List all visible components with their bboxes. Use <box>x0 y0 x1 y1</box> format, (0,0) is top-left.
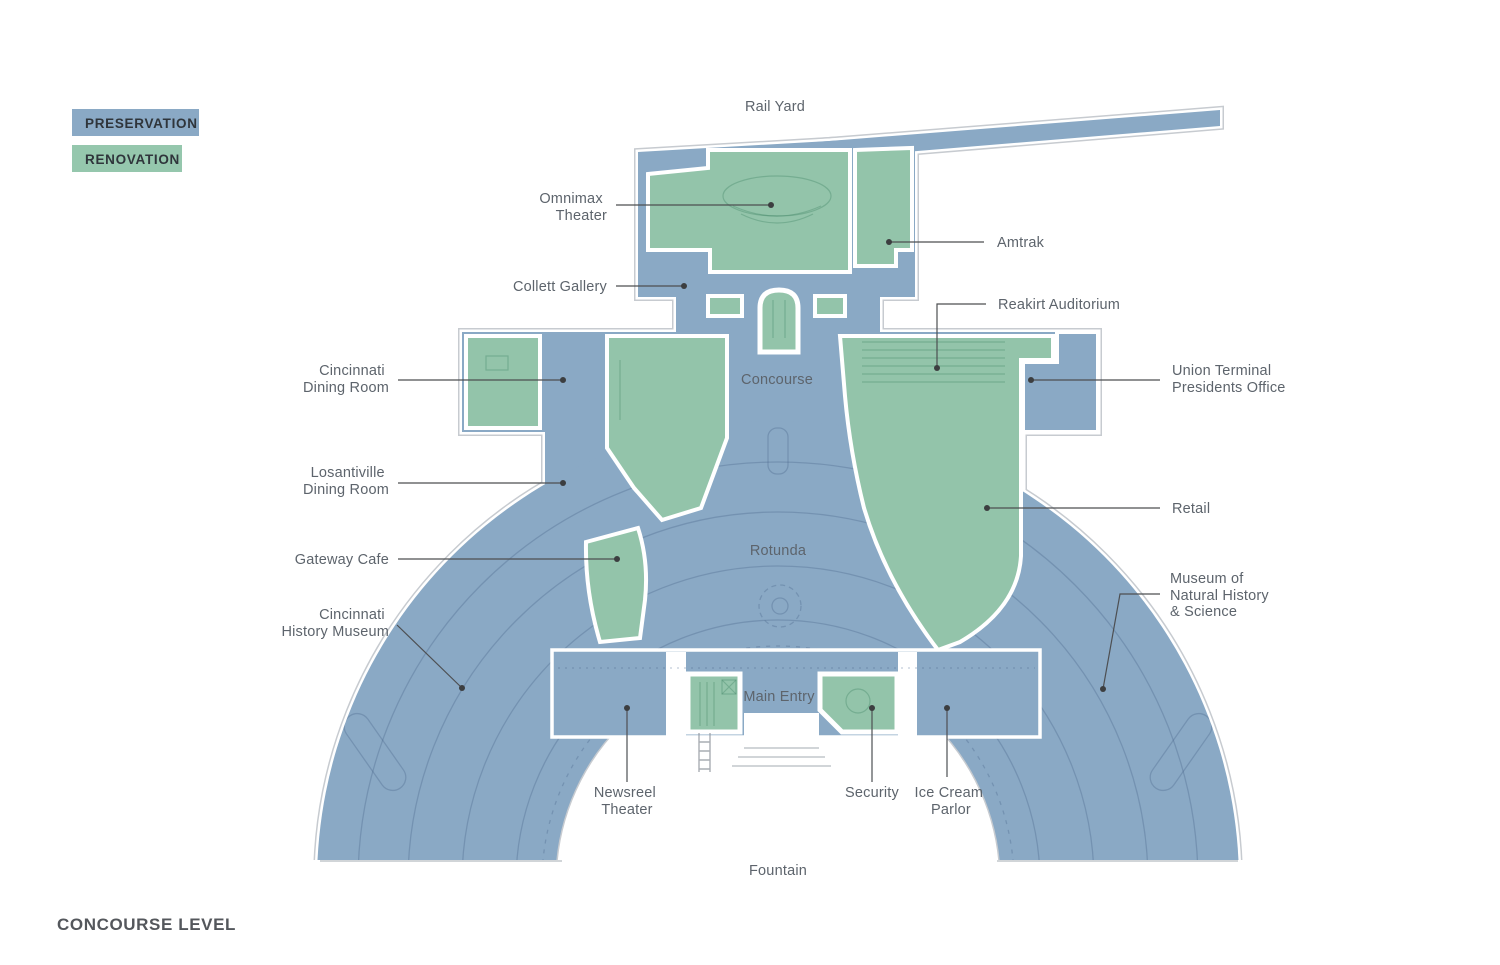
wing-gallery-arcs <box>343 461 1213 882</box>
entry-portal-gap <box>744 713 819 743</box>
label-presidents: Union Terminal Presidents Office <box>1172 363 1286 396</box>
label-losantiville: Losantiville Dining Room <box>303 465 389 498</box>
dot-icecream <box>944 705 950 711</box>
label-fountain: Fountain <box>749 863 807 879</box>
dot-losantiville <box>560 480 566 486</box>
label-security: Security <box>845 785 900 801</box>
dot-reakirt <box>934 365 940 371</box>
vestibule-arch <box>757 287 801 355</box>
label-concourse: Concourse <box>741 372 813 388</box>
bottom-trim <box>0 860 1500 965</box>
dot-retail <box>984 505 990 511</box>
concourse-small-room-left <box>706 294 744 318</box>
legend-label-renovation: RENOVATION <box>85 152 180 167</box>
portal-step-lines <box>732 747 831 767</box>
kitchen-service-area <box>605 334 729 523</box>
wall-block-left <box>666 652 686 738</box>
dot-omnimax <box>768 202 774 208</box>
label-main-entry: Main Entry <box>743 689 815 705</box>
entry-renovation-rooms <box>685 671 900 735</box>
label-rail-yard: Rail Yard <box>745 99 805 115</box>
entrance-steps <box>698 733 711 772</box>
dot-gateway <box>614 556 620 562</box>
gateway-cafe-area <box>583 525 649 645</box>
label-icecream: Ice Cream Parlor <box>915 785 988 818</box>
presidents-office-area <box>1021 330 1100 434</box>
callout-dots <box>459 202 1106 711</box>
wall-block-right <box>898 652 917 738</box>
dot-security <box>869 705 875 711</box>
legend-swatch-preservation <box>72 109 199 136</box>
label-retail: Retail <box>1172 501 1210 517</box>
cincinnati-dining-area <box>464 334 542 430</box>
label-cincinnati-history: Cincinnati History Museum <box>281 607 389 640</box>
leader-cincinnati-history <box>396 624 463 689</box>
leader-reakirt <box>936 303 986 368</box>
escalator-room <box>685 671 743 735</box>
dot-presidents <box>1028 377 1034 383</box>
label-newsreel: Newsreel Theater <box>594 785 660 818</box>
dot-cincinnati-history <box>459 685 465 691</box>
plan-labels: Rail Yard Omnimax Theater Amtrak Collett… <box>281 99 1285 879</box>
leader-museum-nhs <box>1102 593 1160 690</box>
callout-leader-lines <box>396 204 1160 782</box>
label-cincinnati-dining: Cincinnati Dining Room <box>303 363 389 396</box>
blue-linework <box>558 427 1035 669</box>
label-collett: Collett Gallery <box>513 279 608 295</box>
dot-newsreel <box>624 705 630 711</box>
amtrak-area <box>853 145 914 268</box>
omnimax-theater-area <box>646 148 852 274</box>
dot-museum-nhs <box>1100 686 1106 692</box>
label-rotunda: Rotunda <box>750 543 807 559</box>
legend-swatch-renovation <box>72 145 182 172</box>
page-title: CONCOURSE LEVEL <box>57 915 236 934</box>
label-reakirt: Reakirt Auditorium <box>998 297 1120 313</box>
concourse-small-room-right <box>813 294 847 318</box>
legend: PRESERVATION RENOVATION <box>72 109 199 172</box>
dot-amtrak <box>886 239 892 245</box>
green-linework <box>485 175 1005 726</box>
label-museum-nhs: Museum of Natural History & Science <box>1170 571 1273 620</box>
label-amtrak: Amtrak <box>997 235 1045 251</box>
label-omnimax: Omnimax Theater <box>539 191 607 224</box>
reakirt-retail-area <box>837 334 1055 653</box>
dot-collett <box>681 283 687 289</box>
dot-cincinnati-dining <box>560 377 566 383</box>
renovation-areas <box>464 145 1055 653</box>
security-room <box>817 671 900 735</box>
label-gateway: Gateway Cafe <box>295 552 389 568</box>
legend-label-preservation: PRESERVATION <box>85 116 198 131</box>
